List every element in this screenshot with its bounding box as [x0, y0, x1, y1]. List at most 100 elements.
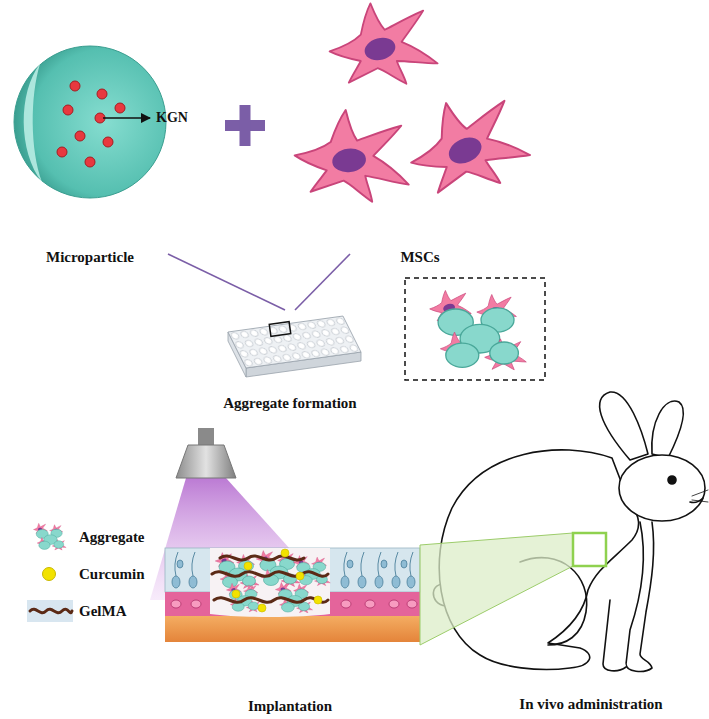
tissue-section-part-part: [392, 576, 400, 588]
tissue-section-part-part: [244, 562, 252, 570]
legend-text: Aggregate: [79, 528, 145, 546]
tissue-section: [165, 548, 420, 642]
tissue-section-part-part: [375, 576, 383, 588]
tissue-section-part-part: [378, 552, 381, 576]
uv-lamp-part: [176, 445, 236, 478]
msc-cells-part: [330, 3, 438, 83]
uv-lamp-part: [198, 428, 214, 446]
rabbit-part: [626, 522, 654, 671]
legend-sample-slot: [24, 526, 74, 548]
microparticle-part-part: [85, 157, 95, 167]
zoom-inset-part: [430, 290, 527, 369]
gelma-icon-part: [30, 609, 72, 612]
well-plate-part: [228, 316, 361, 368]
tissue-section-part: [232, 549, 322, 612]
legend-sample-slot: [24, 563, 74, 585]
tissue-section-part-part: [341, 600, 351, 608]
microparticle-part: [57, 81, 125, 167]
tissue-section-part-part: [232, 590, 240, 598]
tissue-section-part-part: [407, 576, 415, 588]
tissue-section-part-part: [296, 572, 304, 580]
tissue-section-part-part: [365, 600, 375, 608]
tissue-section-part-part: [401, 560, 407, 568]
tissue-section-part-part: [361, 552, 364, 576]
caption-text: Aggregate formation: [223, 394, 356, 412]
legend-swatch: [42, 567, 56, 581]
tissue-section-part-part: [171, 600, 181, 608]
caption-node: Microparticle: [12, 36, 168, 266]
zoom-lens: [420, 533, 573, 645]
uv-lamp: [176, 428, 236, 478]
msc-cells: [290, 3, 534, 206]
tissue-section-part-part: [358, 576, 366, 588]
site-marker: [573, 533, 606, 566]
tissue-section-part-part: [192, 552, 195, 576]
msc-cells-part: [402, 90, 534, 197]
rabbit-part: [600, 392, 648, 460]
tissue-section-part-part: [347, 560, 353, 568]
plus-sign-part: [240, 105, 251, 146]
plus-sign: [225, 105, 265, 146]
well-plate-part: [269, 322, 290, 337]
well-plate: [228, 316, 361, 377]
tissue-section-part-part: [389, 600, 399, 608]
tissue-section-part: [165, 616, 420, 642]
caption-text: Microparticle: [46, 248, 134, 266]
tissue-section-part: [210, 548, 330, 617]
drug-label: KGN: [156, 109, 188, 127]
tissue-section-part-part: [258, 604, 266, 612]
rabbit-part: [668, 476, 676, 484]
rabbit-part: [603, 600, 626, 671]
gelma-icon: [27, 600, 73, 622]
rabbit-part: [692, 490, 708, 502]
microparticle-part-part: [115, 103, 125, 113]
legend-row: GelMA: [24, 600, 126, 622]
legend-text: Curcumin: [79, 565, 145, 583]
microparticle-part-part: [57, 147, 67, 157]
legend-sample-slot: [24, 600, 74, 622]
caption-node: Implantation: [160, 540, 420, 715]
microparticle: [14, 46, 166, 198]
tissue-section-part-part: [410, 552, 413, 576]
tissue-section-part-part: [177, 560, 183, 568]
caption-text: In vivo administration: [519, 695, 662, 713]
tissue-section-part-part: [281, 549, 289, 557]
rabbit-part: [652, 401, 683, 458]
tissue-section-part-part: [212, 572, 328, 577]
microparticle-part-part: [70, 81, 80, 91]
microparticle-part-part: [75, 131, 85, 141]
tissue-section-part-part: [395, 552, 398, 576]
microparticle-part: [24, 64, 42, 182]
rabbit-part: [619, 455, 705, 521]
connector-line: [168, 254, 285, 310]
zoom-inset-part: [405, 278, 545, 380]
tissue-section-part-part: [214, 598, 328, 603]
aggregate-icon: [33, 523, 66, 550]
microparticle-part-part: [97, 89, 107, 99]
tissue-section-part-part: [314, 596, 322, 604]
microparticle-part: [14, 46, 166, 198]
gelma-icon-part: [27, 600, 73, 622]
tissue-section-part: [212, 556, 328, 602]
caption-text: MSCs: [400, 248, 439, 266]
zoom-inset: [405, 278, 545, 380]
well-plate-part-part: [228, 316, 361, 368]
tissue-section-part-part: [172, 576, 180, 588]
microparticle-part-part: [103, 137, 113, 147]
connector-line: [295, 254, 350, 310]
tissue-section-part-part: [381, 560, 387, 568]
leader-line: [103, 117, 150, 119]
microparticle-part-part: [63, 105, 73, 115]
caption-node: Aggregate formation: [205, 310, 375, 412]
msc-cells-part: [290, 104, 418, 207]
legend-row: Aggregate: [24, 526, 145, 548]
caption-node: In vivo administration: [480, 388, 702, 713]
tissue-section-part-part: [189, 576, 197, 588]
tissue-section-part-part: [191, 600, 201, 608]
tissue-section-part-part: [344, 552, 347, 576]
tissue-section-part-part: [407, 600, 417, 608]
caption-text: Implantation: [248, 697, 332, 715]
legend-text: GelMA: [79, 602, 126, 620]
caption-node: MSCs: [350, 8, 490, 266]
